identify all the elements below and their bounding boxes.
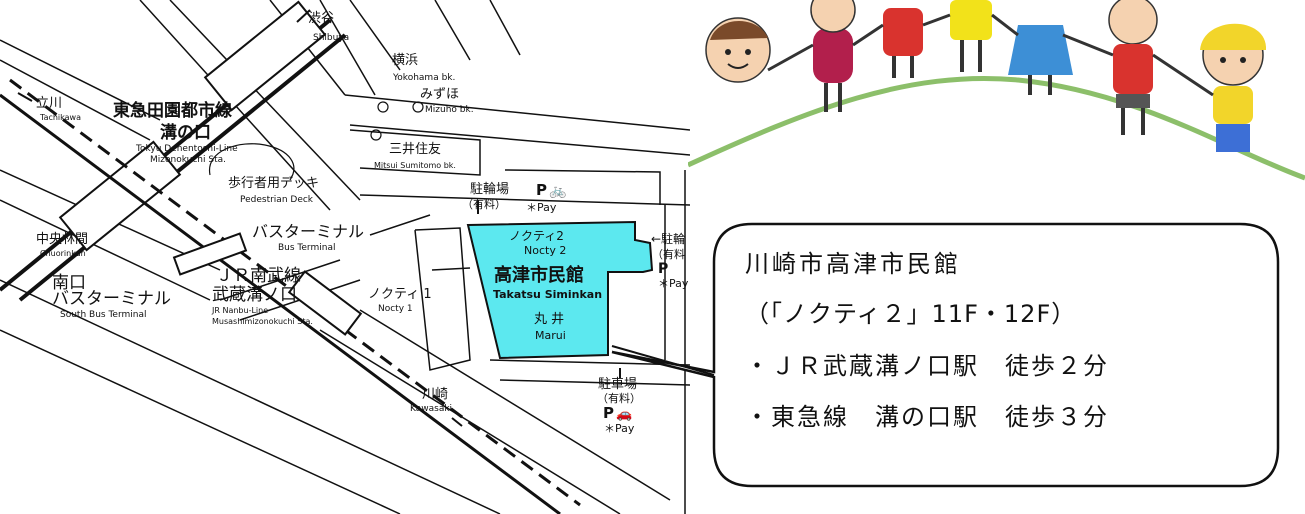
label-jr-station: 武蔵溝ノ口: [212, 285, 297, 305]
label-bike-p-2: P: [658, 261, 668, 277]
label-jr-en-1: JR Nanbu-Line: [211, 306, 268, 315]
label-tokyu-line: 東急田園都市線: [113, 100, 232, 121]
label-chuorinkan: 中央林間: [36, 232, 88, 247]
callout-pointer: [611, 345, 715, 376]
label-parking-pay: ＊Pay: [604, 422, 635, 435]
callout-bubble: [611, 222, 1280, 488]
label-yokohama-en: Yokohama bk.: [392, 73, 455, 83]
label-jr-line: ＪＲ南武線: [216, 266, 301, 286]
label-bike-p: P: [536, 181, 547, 199]
label-south-en: South Bus Terminal: [60, 310, 146, 320]
label-tokyu-en-1: Tokyu Denentoshi-Line: [135, 144, 238, 154]
label-mitsui-en: Mitsui Sumitomo bk.: [374, 161, 456, 170]
label-south-1: 南口: [52, 273, 86, 293]
area-map: 渋谷 Shibuya 立川 Tachikawa 横浜 Yokohama bk. …: [0, 0, 690, 514]
label-kawasaki-en: Kawasaki: [410, 404, 452, 414]
label-chuorinkan-en: Chuorinkan: [40, 249, 86, 258]
children-holding-hands-illustration: [688, 0, 1305, 181]
label-deck-en: Pedestrian Deck: [240, 195, 314, 205]
pedestrian-deck: [209, 143, 295, 181]
label-nocty1-en: Nocty 1: [378, 304, 413, 314]
label-bike-parking-2: ←駐輪: [651, 231, 685, 246]
label-venue-en: Takatsu Siminkan: [493, 288, 602, 301]
venue-building: [466, 220, 654, 360]
kid-4: [950, 0, 992, 72]
label-tokyu-station: 溝の口: [160, 122, 211, 143]
kid-7: [1200, 23, 1267, 152]
kid-1: [705, 17, 771, 83]
callout-floors: （「ノクティ２」11F・12F）: [745, 300, 1077, 328]
label-bike-paid: （有料）: [462, 197, 506, 211]
kid-5: [1008, 25, 1073, 95]
label-bus-terminal-en: Bus Terminal: [278, 243, 335, 253]
label-nocty1: ノクティ 1: [368, 287, 432, 302]
label-marui: 丸 井: [534, 312, 564, 327]
label-kawasaki: 川崎: [422, 387, 448, 402]
label-venue: 高津市民館: [494, 264, 584, 286]
map-arrows: [17, 9, 621, 427]
label-parking: 駐車場: [598, 377, 637, 392]
bank-icons: [370, 101, 424, 141]
label-mizuho-en: Mizuho bk.: [425, 105, 474, 115]
label-nocty2-en: Nocty 2: [524, 244, 566, 257]
kids-arms: [767, 13, 1214, 97]
label-nocty2: ノクティ2: [509, 229, 564, 243]
label-bike-pay-2: ＊Pay: [658, 277, 689, 290]
label-yokohama: 横浜: [392, 53, 418, 68]
tokyu-line: [0, 0, 347, 302]
label-bike-pay: ＊Pay: [526, 201, 557, 214]
label-tachikawa: 立川: [36, 96, 62, 111]
callout-access-tokyu: ・東急線 溝の口駅 徒歩３分: [745, 403, 1109, 431]
label-mizuho: みずほ: [420, 87, 459, 102]
callout-title: 川崎市高津市民館: [745, 250, 961, 278]
car-icon: 🚗: [616, 407, 632, 422]
label-south-2: バスターミナル: [52, 289, 171, 309]
label-parking-paid: （有料）: [597, 391, 641, 405]
label-bus-terminal: バスターミナル: [252, 222, 364, 241]
label-mitsui: 三井住友: [389, 141, 441, 157]
kid-2: [810, 0, 856, 112]
label-bike-parking: 駐輪場: [470, 181, 509, 197]
label-tokyu-en-2: Mizonokuchi Sta.: [150, 155, 226, 165]
label-parking-p: P: [603, 404, 614, 422]
label-shibuya-en: Shibuya: [313, 33, 349, 43]
callout-access-jr: ・ＪＲ武蔵溝ノ口駅 徒歩２分: [745, 352, 1109, 380]
label-tachikawa-en: Tachikawa: [39, 113, 81, 122]
label-shibuya: 渋谷: [308, 11, 334, 26]
label-deck: 歩行者用デッキ: [228, 175, 319, 191]
jr-line: [0, 78, 581, 514]
kid-6: [1108, 0, 1158, 135]
label-bike-paid-2: （有料: [652, 247, 685, 261]
bicycle-icon: 🚲: [549, 183, 566, 199]
kid-3: [883, 8, 923, 78]
label-marui-en: Marui: [535, 329, 566, 342]
label-jr-en-2: Musashimizonokuchi Sta.: [212, 317, 313, 326]
